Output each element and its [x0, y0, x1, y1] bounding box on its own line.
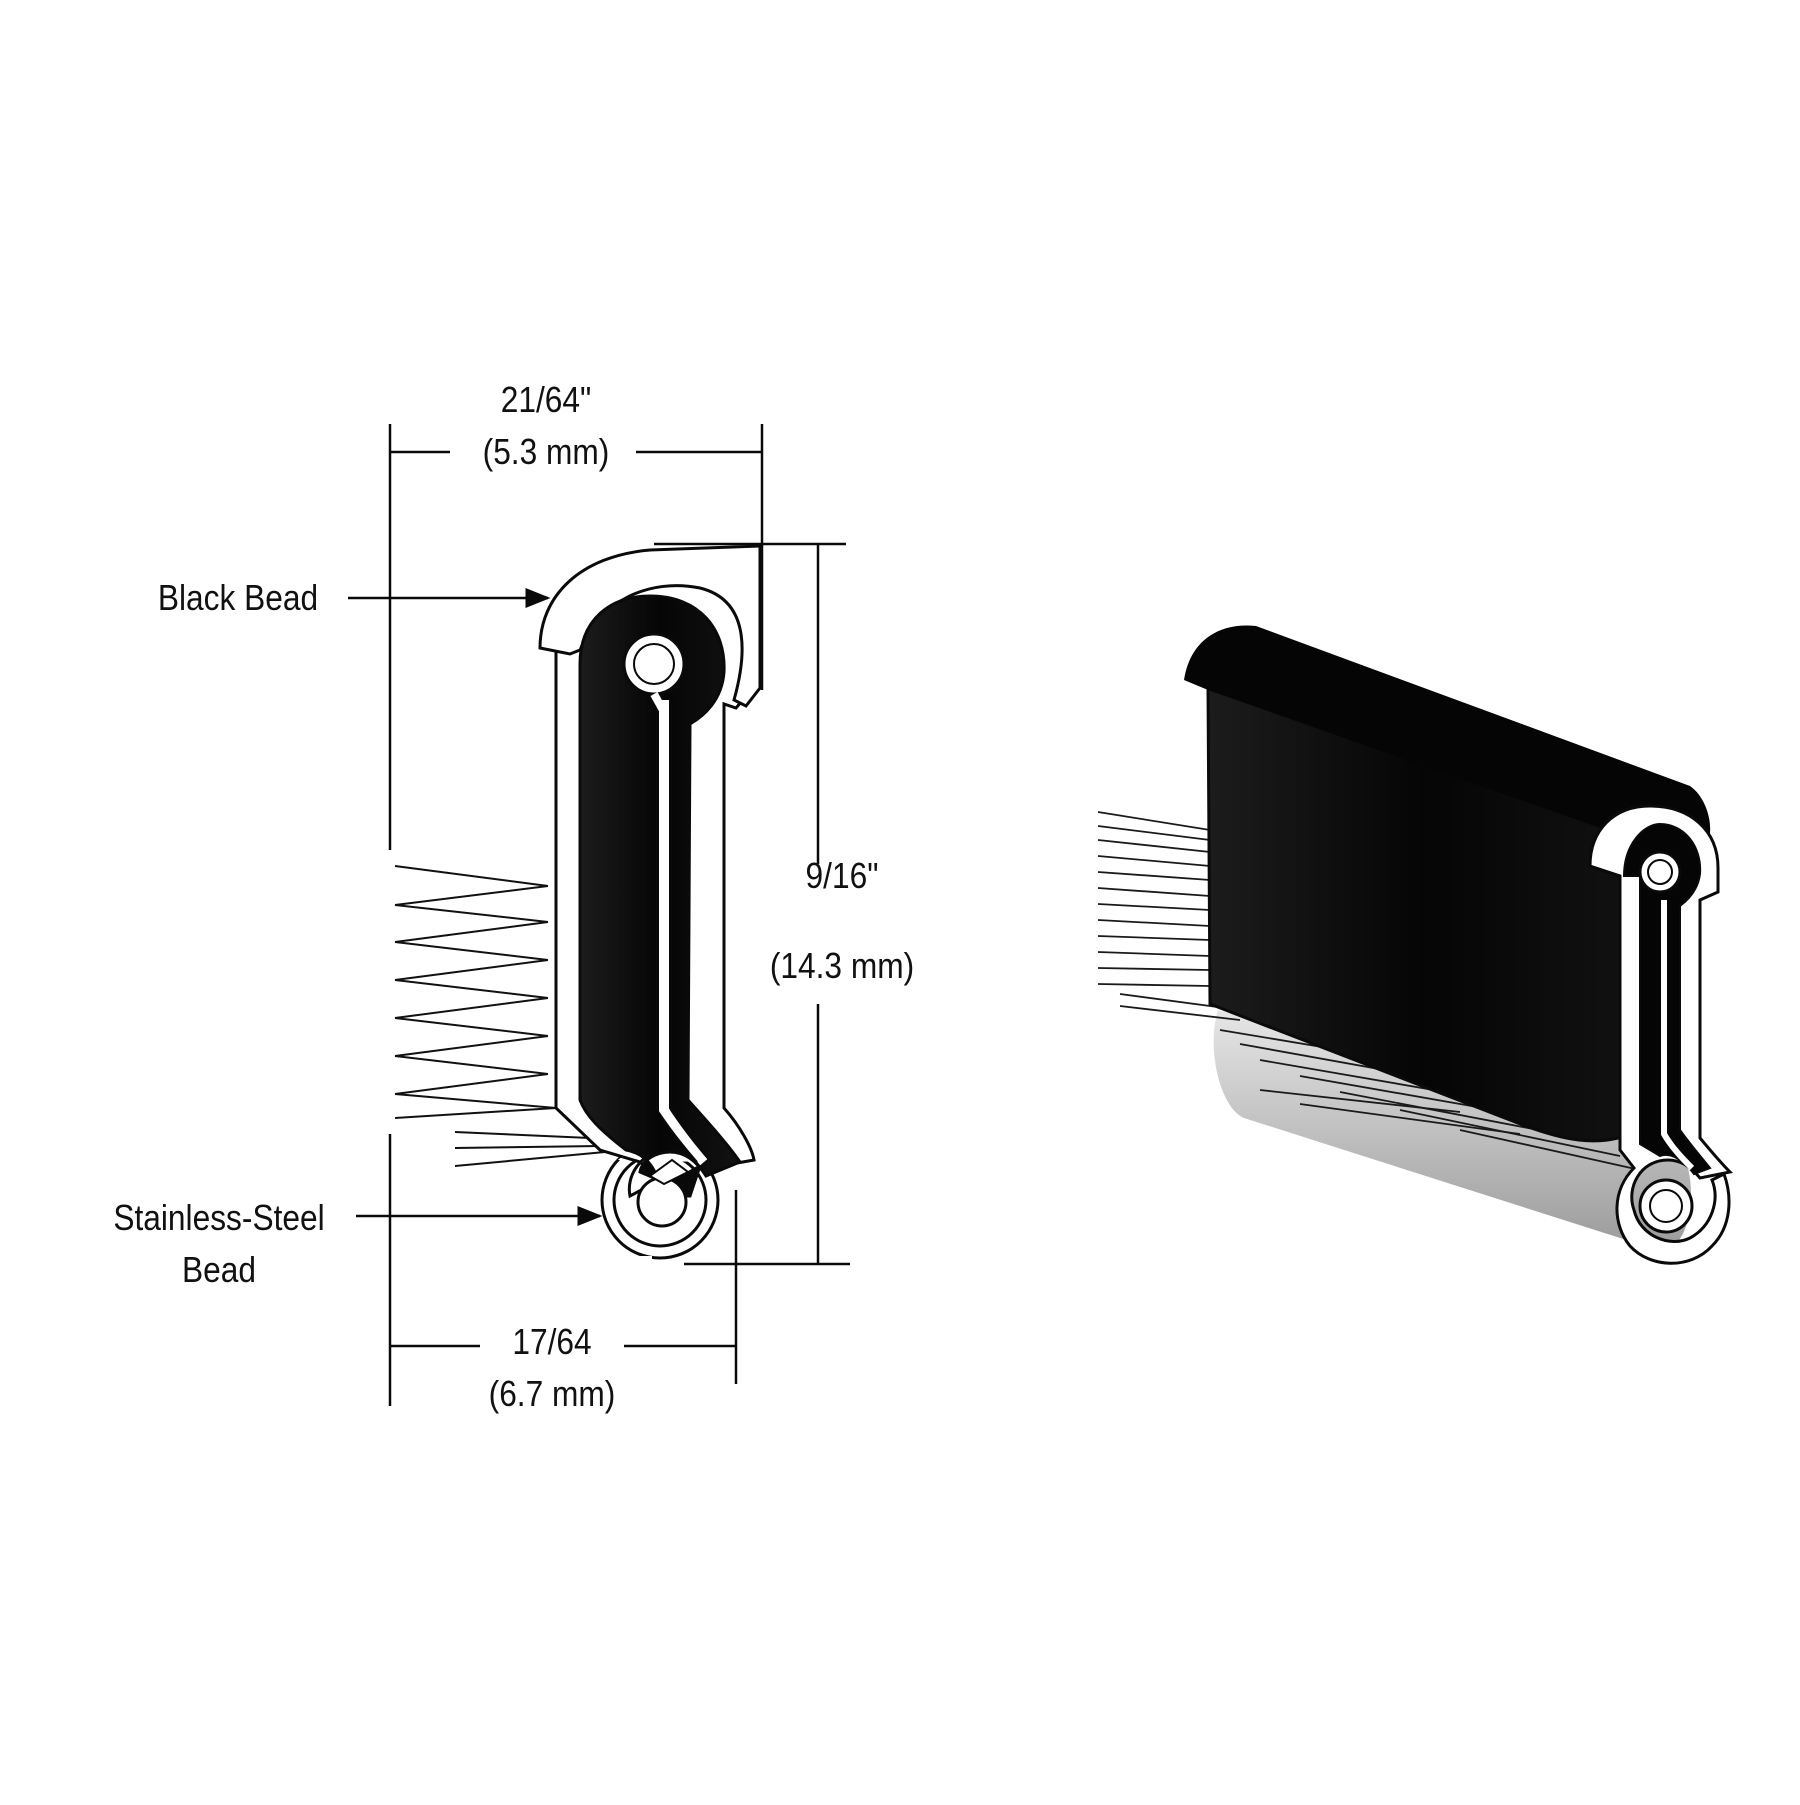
height-imperial: 9/16" — [805, 855, 879, 896]
stainless-steel-label-line1: Stainless-Steel — [113, 1197, 325, 1238]
bristles — [394, 865, 606, 1167]
stainless-steel-label-line2: Bead — [181, 1249, 256, 1290]
steel-bead-3d — [1213, 1010, 1691, 1252]
bottom-width-metric: (6.7 mm) — [488, 1373, 616, 1414]
core-slot — [659, 700, 708, 1166]
black-bead-3d — [1184, 625, 1711, 850]
profile-cross-section — [394, 544, 762, 1268]
black-bead-label: Black Bead — [157, 577, 319, 618]
top-width-metric: (5.3 mm) — [482, 431, 610, 472]
top-width-imperial: 21/64" — [500, 379, 592, 420]
height-metric: (14.3 mm) — [769, 945, 915, 986]
perspective-view — [1097, 625, 1734, 1265]
dimension-lines — [348, 424, 850, 1406]
bottom-width-imperial: 17/64 — [512, 1321, 592, 1362]
bottom-hole — [636, 1176, 688, 1228]
